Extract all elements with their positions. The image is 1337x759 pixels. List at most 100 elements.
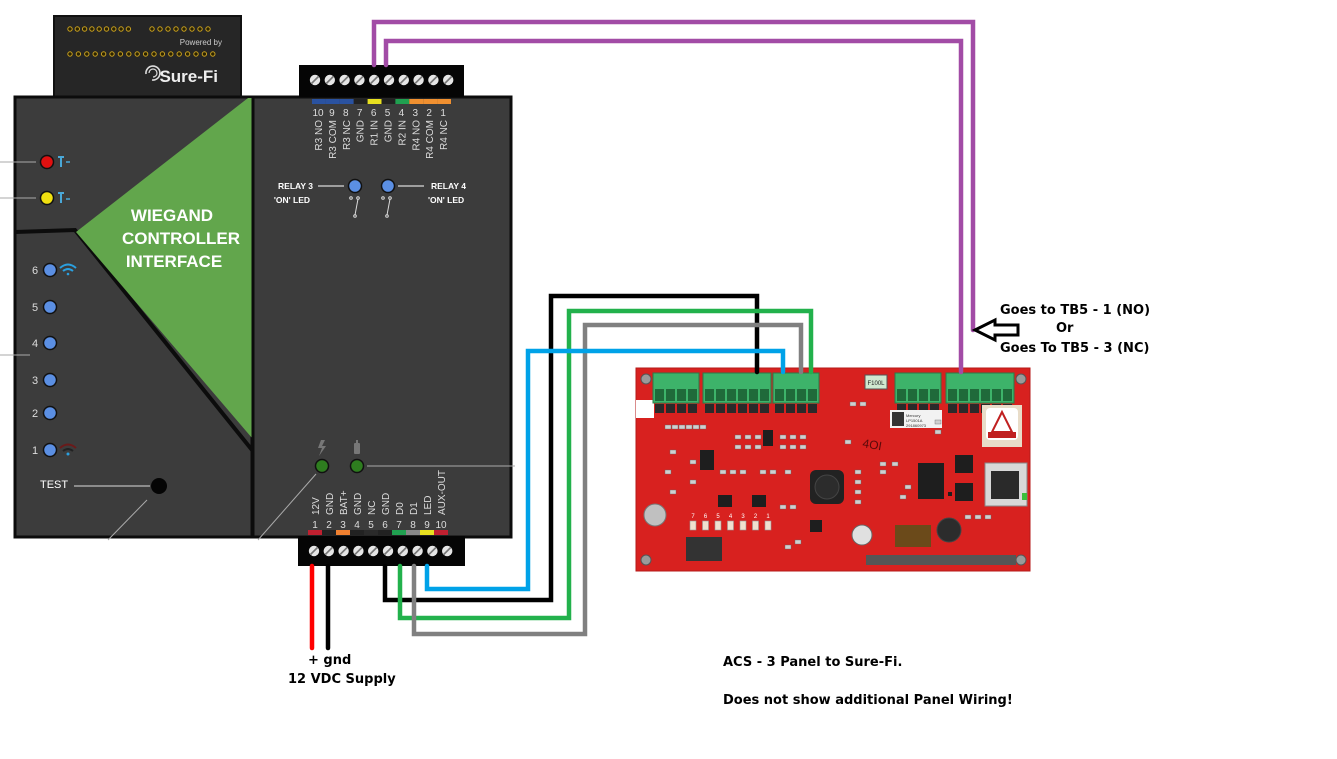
- terminal-pin-label: R4 NO: [411, 120, 422, 151]
- terminal-pin-label: D1: [409, 502, 420, 515]
- relay4-label-1: RELAY 4: [431, 181, 466, 191]
- terminal-pin-number: 4: [354, 520, 360, 531]
- test-button[interactable]: [151, 478, 167, 494]
- sticker-line-2: LP1501A: [906, 418, 923, 423]
- smd-component: [859, 401, 867, 407]
- terminal-pin-label: R2 IN: [397, 120, 408, 146]
- pcb-led-number: 2: [754, 514, 758, 520]
- terminal-color-swatch: [423, 99, 438, 104]
- pin-dot: [89, 26, 95, 32]
- terminal-color-swatch: [437, 99, 451, 104]
- ic-chip: [955, 455, 973, 473]
- pin-dot: [168, 51, 174, 57]
- smd-component: [974, 514, 982, 520]
- low-signal-icon: [59, 443, 77, 456]
- dip-switch[interactable]: [686, 537, 722, 561]
- terminal-pin-label: AUX-OUT: [437, 470, 448, 515]
- smd-component: [769, 469, 777, 475]
- wire-blue-led: [424, 348, 786, 592]
- smd-component: [689, 459, 697, 465]
- terminal-pin-number: 6: [382, 520, 388, 531]
- bottom-terminal-color-bar: [308, 530, 448, 535]
- pin-dot: [159, 51, 166, 57]
- ic-chip: [752, 495, 766, 507]
- relay4-led: [380, 178, 396, 194]
- pin-dot: [118, 26, 124, 32]
- top-terminal-screws: [309, 74, 454, 86]
- signal-led: [42, 372, 58, 388]
- terminal-pin-number: 8: [410, 520, 416, 531]
- terminal-pin-number: 3: [340, 520, 346, 531]
- terminal-slot: [655, 389, 664, 401]
- smd-component: [664, 469, 672, 475]
- ic-chip: [955, 483, 973, 501]
- terminal-pin-label: BAT+: [339, 490, 350, 515]
- terminal-color-swatch: [353, 99, 368, 104]
- ic-chip: [810, 520, 822, 532]
- pin-dot: [201, 51, 208, 57]
- wire-green-d0: [397, 308, 814, 621]
- pin-dot: [151, 51, 157, 57]
- signal-led: [42, 335, 58, 351]
- pin-dot: [100, 51, 107, 57]
- pin-dot: [75, 51, 82, 57]
- relay3-label-1: RELAY 3: [278, 181, 313, 191]
- terminal-slot: [948, 389, 957, 401]
- pcb-smd-components: [664, 401, 992, 550]
- relay4-switch-icon: [381, 196, 392, 218]
- terminal-pin-number: 3: [413, 108, 419, 119]
- ic-chip: [700, 450, 714, 470]
- capacitor: [851, 524, 873, 546]
- smd-component: [699, 424, 707, 430]
- signal-led: [42, 299, 58, 315]
- pin-dot: [134, 51, 140, 57]
- terminal-pin-number: 9: [424, 520, 430, 531]
- pcb-led: [689, 520, 697, 531]
- qr-code-icon: [892, 412, 904, 426]
- terminal-pin-label: R3 NC: [342, 120, 353, 150]
- terminal-pin-number: 8: [343, 108, 349, 119]
- terminal-pin-label: GND: [325, 493, 336, 515]
- smd-component: [854, 499, 862, 505]
- pin-dot: [109, 51, 115, 57]
- signal-led: [42, 262, 58, 278]
- pin-dot: [126, 51, 132, 57]
- smd-component: [849, 401, 857, 407]
- top-terminal-block: [299, 65, 464, 97]
- pin-dot: [184, 51, 191, 57]
- wire-purple-relay-1: [371, 19, 976, 333]
- terminal-pin-number: 7: [357, 108, 363, 119]
- terminal-color-swatch: [325, 99, 340, 104]
- pin-dot: [96, 26, 102, 32]
- terminal-color-swatch: [364, 530, 378, 535]
- terminal-slot: [727, 389, 736, 401]
- battery-led: [349, 458, 365, 474]
- smd-component: [799, 434, 807, 440]
- wire-purple-relay-2: [383, 38, 964, 375]
- antenna-tx-icon: [58, 156, 70, 167]
- pcb-led-number: 4: [729, 514, 733, 520]
- terminal-pin-label: NC: [367, 501, 378, 515]
- terminal-slot: [688, 389, 697, 401]
- ic-chip: [763, 430, 773, 446]
- signal-led-number: 1: [32, 445, 38, 457]
- pin-dot: [176, 51, 182, 57]
- smd-component: [685, 424, 693, 430]
- pin-dot: [165, 26, 171, 32]
- terminal-slot: [959, 389, 968, 401]
- terminal-pin-label: R4 NC: [439, 120, 450, 150]
- terminal-pin-label: R3 COM: [328, 120, 339, 159]
- terminal-pin-label: 12V: [311, 497, 322, 515]
- wires: [309, 19, 976, 651]
- pin-dot: [67, 51, 73, 57]
- inductor: [936, 517, 962, 543]
- terminal-pin-label: GND: [356, 120, 367, 142]
- ethernet-port: [984, 462, 1028, 507]
- terminal-color-swatch: [395, 99, 410, 104]
- wire-gray-d1: [411, 322, 804, 637]
- pin-dot: [189, 26, 195, 32]
- signal-led-number: 3: [32, 375, 38, 387]
- smd-component: [734, 444, 742, 450]
- wifi-icon: [59, 263, 77, 276]
- terminal-pin-number: 1: [440, 108, 446, 119]
